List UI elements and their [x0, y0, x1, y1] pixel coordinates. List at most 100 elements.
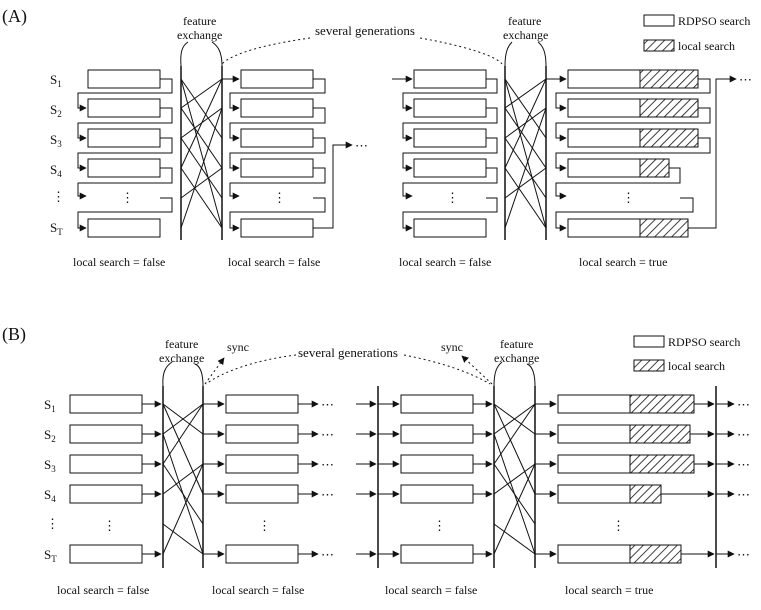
- b-col2-vdots: ⋮: [258, 518, 271, 533]
- row-label-vdots: ⋮: [52, 189, 65, 204]
- a-col1-box-t: [87, 218, 161, 238]
- a-col4-vdots: ⋮: [622, 190, 635, 205]
- a-col1-loop-1: [77, 78, 173, 112]
- b-caption-4: local search = true: [565, 583, 653, 597]
- a-col1-box-2: [87, 98, 161, 118]
- b-row-label-vdots: ⋮: [46, 516, 59, 531]
- b-caption-2: local search = false: [212, 583, 304, 597]
- a-col4-loop-4: [555, 167, 681, 200]
- a-col4-loop-2: [555, 107, 711, 142]
- b-col1-outs: [142, 400, 162, 558]
- b-end-ellipsis-3: ⋯: [737, 457, 750, 472]
- b-end-ellipsis-4: ⋯: [737, 487, 750, 502]
- a-col1-box-4: [87, 158, 161, 178]
- b-fe-brace-1b: [194, 363, 204, 387]
- b-row-label-s3: S3: [44, 457, 56, 474]
- a-col1-box-1: [87, 69, 161, 89]
- b-col3-arrows: [378, 400, 493, 558]
- b-fe-brace-1: [162, 361, 173, 387]
- fe-brace-1: [180, 41, 189, 67]
- a-col1-box-3: [87, 128, 161, 148]
- row-label-s1: S1: [50, 72, 62, 89]
- b-end-ellipsis-1: ⋯: [737, 397, 750, 412]
- b-exchange1-crossings: [162, 403, 204, 555]
- row-label-s3: S3: [50, 132, 62, 149]
- legend-rdpso-swatch: [643, 14, 675, 27]
- b-col1-vdots: ⋮: [103, 518, 116, 533]
- a-col3-box-3: [413, 128, 487, 148]
- b-col2-ins: [203, 400, 319, 558]
- row-label-s2: S2: [50, 102, 62, 119]
- b-col4-arrows: [535, 400, 715, 558]
- legend-b-rdpso-label: RDPSO search: [668, 335, 740, 349]
- a-col1-loop-3: [77, 137, 173, 172]
- b-col1: [69, 394, 143, 564]
- b-feature-exchange-label-2: feature: [500, 337, 533, 351]
- legend-b-rdpso-swatch: [633, 335, 665, 348]
- b-sync-label-2: sync: [441, 340, 463, 354]
- a-col2-loop-3: [229, 137, 326, 172]
- b-caption-3: local search = false: [385, 583, 477, 597]
- b-row-label-s1: S1: [44, 397, 56, 414]
- b-row-label-s4: S4: [44, 487, 56, 504]
- a-col3-box-2: [413, 98, 487, 118]
- a-col3-vdots: ⋮: [446, 190, 459, 205]
- a-col4-rdpso-t: [567, 218, 641, 238]
- a-col2-out: [313, 141, 353, 229]
- b-fe-brace-2b: [526, 363, 536, 387]
- a-col3: [413, 69, 487, 238]
- b-ellipsis-4: ⋯: [321, 487, 334, 502]
- a-ellipsis-mid: ⋯: [355, 138, 368, 153]
- b-sync-arrow-1: [204, 357, 225, 385]
- b-row-label-st: ST: [44, 547, 57, 564]
- b-ellipsis-2: ⋯: [321, 427, 334, 442]
- b-row-label-s2: S2: [44, 427, 56, 444]
- a-col2-box-2: [240, 98, 314, 118]
- a-col4-local-4: [639, 158, 670, 178]
- a-col4-rdpso-4: [567, 158, 641, 178]
- b-several-generations-label: several generations: [298, 345, 398, 360]
- a-col3-loop-1: [402, 78, 498, 112]
- a-col3-box-4: [413, 158, 487, 178]
- b-sync-arrow-2: [461, 355, 493, 385]
- a-col1-vdots: ⋮: [121, 190, 134, 205]
- b-ellipsis-1: ⋯: [321, 397, 334, 412]
- a-col4-loop-3: [555, 137, 711, 172]
- a-col2-loop-5: [229, 197, 326, 232]
- panel-a-label: (A): [2, 6, 27, 27]
- a-col4-local-2: [639, 98, 699, 118]
- a-col4-loop-1: [555, 78, 711, 112]
- b-sync-label-1: sync: [227, 340, 249, 354]
- a-col3-box-1: [413, 69, 487, 89]
- several-generations-leader-left: [221, 37, 311, 65]
- a-caption-4: local search = true: [579, 255, 667, 269]
- b-ellipsis-t: ⋯: [321, 547, 334, 562]
- b-fe-brace-2: [493, 361, 503, 387]
- row-label-st: ST: [50, 220, 63, 237]
- legend-local-swatch: [643, 39, 675, 52]
- feature-exchange-label-2: feature: [508, 14, 541, 28]
- a-col4-local-3: [639, 128, 699, 148]
- a-col3-loop-5: [402, 197, 498, 232]
- b-col4: [557, 394, 695, 564]
- b-exchange2-crossings: [493, 403, 536, 555]
- a-col2-box-4: [240, 158, 314, 178]
- a-col2-vdots: ⋮: [273, 190, 286, 205]
- b-mid-arrows: [356, 400, 377, 558]
- a-col2-loop-2: [229, 107, 326, 142]
- b-feature-exchange-label-1b: exchange: [159, 351, 204, 365]
- feature-exchange-label-1: feature: [183, 14, 216, 28]
- fe-brace-2: [504, 41, 513, 67]
- b-leader-left: [205, 354, 297, 385]
- a-col4-local-t: [639, 218, 689, 238]
- a-col3-loop-4: [402, 167, 498, 200]
- legend-local-label: local search: [678, 39, 735, 53]
- panel-a: (A) RDPSO search local search feature ex…: [2, 6, 752, 269]
- a-col1-loop-4: [77, 167, 173, 200]
- a-col1-loop-2: [77, 107, 173, 142]
- a-ellipsis-end: ⋯: [739, 72, 752, 87]
- a-exchange1-crossings: [180, 78, 223, 229]
- a-col4-rdpso-2: [567, 98, 641, 118]
- panel-b: (B) RDPSO search local search feature ex…: [2, 324, 750, 597]
- feature-exchange-label-1b: exchange: [177, 28, 222, 42]
